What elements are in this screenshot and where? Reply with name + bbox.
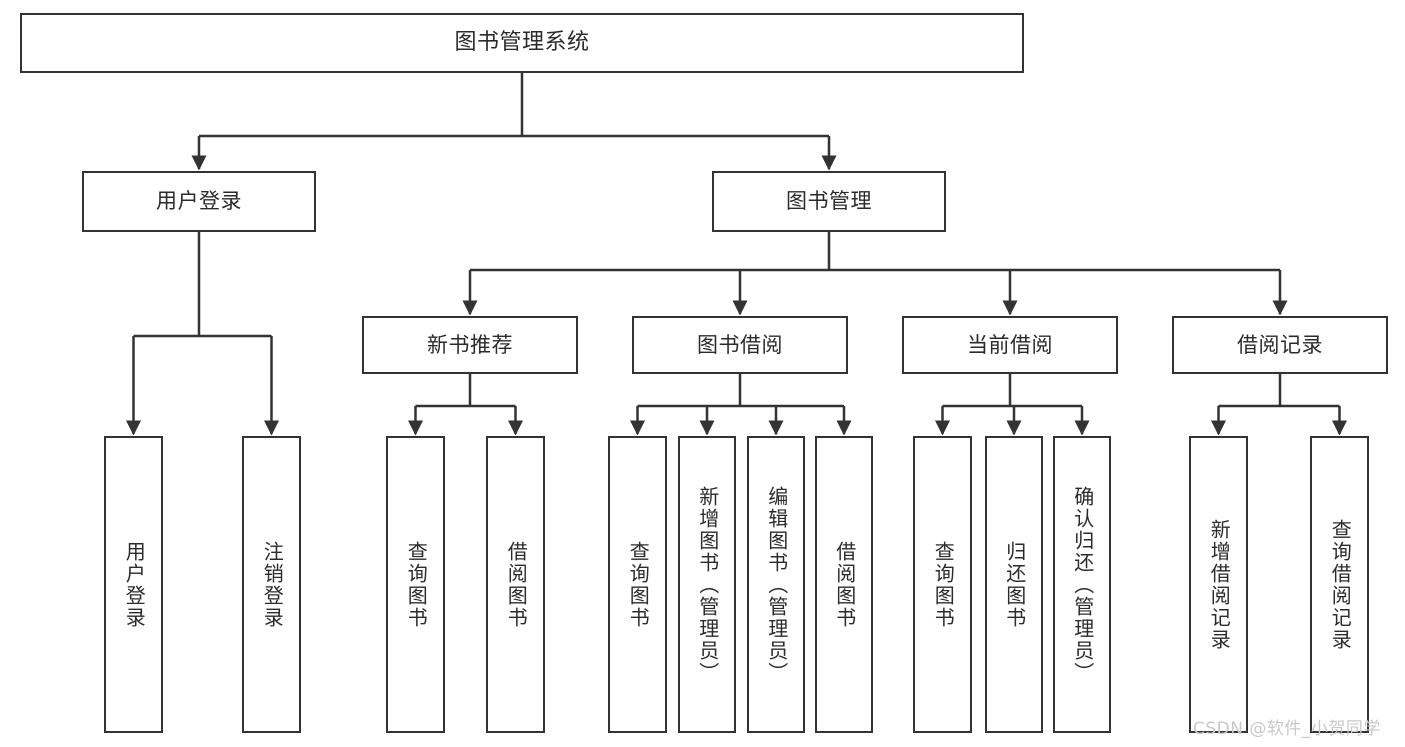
node-l_edit_book[interactable]: 编辑图书（管理员） (747, 436, 805, 733)
node-user_login[interactable]: 用户登录 (82, 171, 316, 232)
node-borrow_log[interactable]: 借阅记录 (1172, 316, 1388, 374)
node-label: 归还图书 (1002, 540, 1027, 629)
node-label: 查询借阅记录 (1328, 518, 1353, 651)
node-l_add_log[interactable]: 新增借阅记录 (1189, 436, 1248, 733)
node-label: 查询图书 (931, 540, 956, 629)
watermark: CSDN @软件_小贺同学 (1193, 719, 1381, 739)
node-label: 借阅图书 (832, 540, 857, 629)
node-label: 注销登录 (260, 540, 285, 629)
node-l_query_book_2[interactable]: 查询图书 (608, 436, 667, 733)
node-label: 图书管理系统 (454, 30, 590, 56)
node-label: 用户登录 (156, 189, 242, 214)
node-label: 图书借阅 (697, 332, 783, 357)
node-l_query_log[interactable]: 查询借阅记录 (1310, 436, 1369, 733)
node-label: 用户登录 (122, 540, 147, 629)
node-l_confirm_ret[interactable]: 确认归还（管理员） (1053, 436, 1111, 733)
node-l_user_logout[interactable]: 注销登录 (242, 436, 301, 733)
node-l_user_login[interactable]: 用户登录 (104, 436, 163, 733)
node-book_mgmt[interactable]: 图书管理 (712, 171, 946, 232)
node-label: 当前借阅 (967, 332, 1053, 357)
node-label: 编辑图书（管理员） (764, 485, 789, 684)
node-label: 查询图书 (404, 540, 429, 629)
node-l_add_book[interactable]: 新增图书（管理员） (678, 436, 736, 733)
node-new_book_rec[interactable]: 新书推荐 (362, 316, 578, 374)
node-label: 借阅记录 (1237, 332, 1323, 357)
node-root[interactable]: 图书管理系统 (20, 13, 1024, 73)
node-l_borrow_book_2[interactable]: 借阅图书 (815, 436, 873, 733)
node-label: 图书管理 (786, 189, 872, 214)
node-label: 确认归还（管理员） (1070, 485, 1095, 684)
node-cur_borrow[interactable]: 当前借阅 (902, 316, 1118, 374)
node-l_return_book[interactable]: 归还图书 (985, 436, 1043, 733)
node-l_query_book_1[interactable]: 查询图书 (386, 436, 445, 733)
node-label: 新书推荐 (427, 332, 513, 357)
node-label: 新增借阅记录 (1207, 518, 1232, 651)
node-label: 借阅图书 (504, 540, 529, 629)
node-label: 查询图书 (626, 540, 651, 629)
node-label: 新增图书（管理员） (695, 485, 720, 684)
node-l_borrow_book_1[interactable]: 借阅图书 (486, 436, 545, 733)
node-book_borrow[interactable]: 图书借阅 (632, 316, 848, 374)
node-l_query_book_3[interactable]: 查询图书 (913, 436, 972, 733)
